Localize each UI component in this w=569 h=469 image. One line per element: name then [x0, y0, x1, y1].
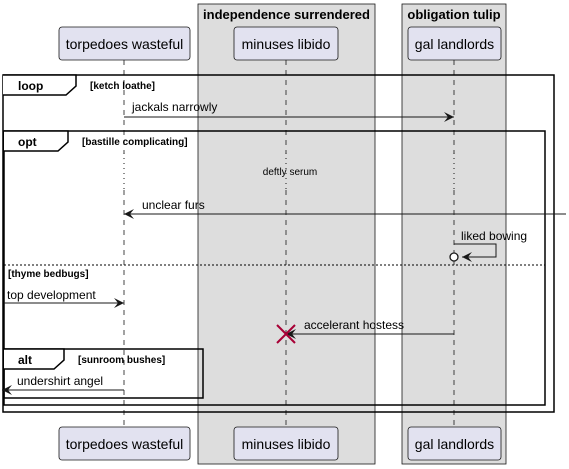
participant-label: gal landlords	[415, 36, 494, 52]
participant-label: torpedoes wasteful	[66, 36, 184, 52]
frame-opt-condition: [bastille complicating]	[82, 137, 188, 148]
frame-opt: opt [bastille complicating] [thyme bedbu…	[3, 130, 546, 406]
message-label: unclear furs	[142, 198, 205, 212]
frame-alt-keyword: alt	[18, 353, 32, 367]
message-unclear-furs[interactable]: unclear furs	[124, 198, 566, 219]
message-undershirt-angel[interactable]: undershirt angel	[2, 374, 124, 395]
message-label: undershirt angel	[17, 374, 103, 388]
participant-label: minuses libido	[242, 36, 331, 52]
participant-label: gal landlords	[415, 436, 494, 452]
message-accelerant-hostess[interactable]: accelerant hostess	[286, 318, 454, 339]
message-label: jackals narrowly	[131, 100, 217, 114]
frame-opt-else-condition: [thyme bedbugs]	[8, 269, 89, 280]
box-independence-surrendered	[197, 3, 376, 465]
participant-minuses-bottom[interactable]: minuses libido	[233, 426, 339, 461]
participant-label: minuses libido	[242, 436, 331, 452]
participant-gal-bottom[interactable]: gal landlords	[407, 426, 502, 461]
box-title-independence: independence surrendered	[203, 7, 370, 22]
box-title-obligation: obligation tulip	[407, 7, 500, 22]
frame-opt-keyword: opt	[18, 135, 37, 149]
destroy-mark-icon	[276, 324, 296, 344]
delay-deftly-serum: deftly serum	[122, 153, 456, 190]
participant-label: torpedoes wasteful	[66, 436, 184, 452]
participant-minuses-top[interactable]: minuses libido	[233, 26, 339, 61]
frame-loop-condition: [ketch loathe]	[90, 81, 155, 92]
participant-torpedoes-bottom[interactable]: torpedoes wasteful	[58, 426, 191, 461]
message-liked-bowing[interactable]: liked bowing	[449, 229, 527, 262]
frame-loop-keyword: loop	[18, 79, 43, 93]
frame-alt: alt [sunroom bushes]	[3, 348, 204, 399]
message-jackals-narrowly[interactable]: jackals narrowly	[124, 100, 454, 122]
participant-gal-top[interactable]: gal landlords	[407, 26, 502, 61]
participant-torpedoes-top[interactable]: torpedoes wasteful	[58, 26, 191, 61]
message-label: accelerant hostess	[304, 318, 404, 332]
delay-label: deftly serum	[263, 167, 317, 178]
message-label: liked bowing	[461, 229, 527, 243]
frame-loop: loop [ketch loathe]	[2, 74, 555, 413]
message-top-development[interactable]: top development	[4, 288, 124, 308]
message-label: top development	[7, 288, 96, 302]
frame-alt-condition: [sunroom bushes]	[78, 355, 165, 366]
